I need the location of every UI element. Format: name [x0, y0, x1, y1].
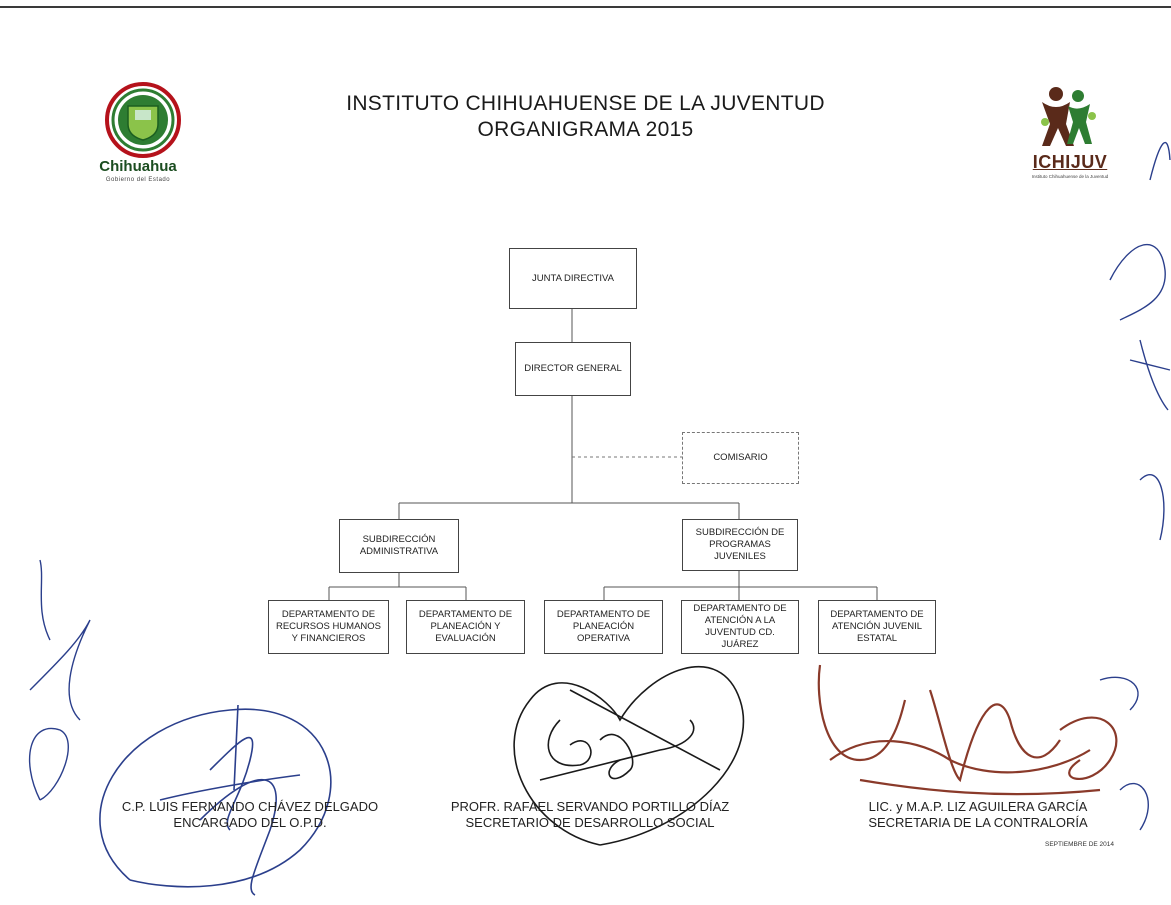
chihuahua-logo-name: Chihuahua	[99, 158, 177, 175]
signature-3-name: LIC. y M.A.P. LIZ AGUILERA GARCÍA	[868, 799, 1088, 814]
signature-2-strokes	[513, 665, 745, 846]
signature-1-strokes	[99, 704, 332, 896]
ichijuv-logo-subtitle: Instituto Chihuahuense de la Juventud	[1031, 174, 1109, 179]
page-subtitle: ORGANIGRAMA 2015	[477, 118, 694, 141]
margin-initials-left	[28, 559, 91, 801]
signature-3-role: SECRETARIA DE LA CONTRALORÍA	[868, 815, 1088, 830]
comisario-box: COMISARIO	[682, 432, 799, 484]
chihuahua-seal-icon	[105, 82, 181, 158]
junta-directiva-box: JUNTA DIRECTIVA	[509, 248, 637, 309]
top-border-line	[0, 6, 1171, 8]
chihuahua-logo: Chihuahua Gobierno del Estado	[88, 78, 198, 188]
margin-initials-right	[1099, 141, 1171, 831]
subdireccion-administrativa-box: SUBDIRECCIÓN ADMINISTRATIVA	[339, 519, 459, 573]
dept-planeacion-evaluacion-box: DEPARTAMENTO DE PLANEACIÓN Y EVALUACIÓN	[406, 600, 525, 654]
signature-1-name: C.P. LUIS FERNANDO CHÁVEZ DELGADO	[121, 799, 379, 814]
dept-planeacion-operativa-box: DEPARTAMENTO DE PLANEACIÓN OPERATIVA	[544, 600, 663, 654]
page-title: INSTITUTO CHIHUAHUENSE DE LA JUVENTUD	[346, 92, 825, 115]
dept-recursos-humanos-box: DEPARTAMENTO DE RECURSOS HUMANOS Y FINAN…	[268, 600, 389, 654]
signature-2-name: PROFR. RAFAEL SERVANDO PORTILLO DÍAZ	[450, 799, 730, 814]
dept-atencion-estatal-box: DEPARTAMENTO DE ATENCIÓN JUVENIL ESTATAL	[818, 600, 936, 654]
ichijuv-logo: ICHIJUV Instituto Chihuahuense de la Juv…	[1020, 82, 1120, 182]
subdireccion-programas-box: SUBDIRECCIÓN DE PROGRAMAS JUVENILES	[682, 519, 798, 571]
director-general-box: DIRECTOR GENERAL	[515, 342, 631, 396]
signature-2-role: SECRETARIO DE DESARROLLO SOCIAL	[465, 815, 715, 830]
ichijuv-logo-name: ICHIJUV	[1032, 152, 1108, 172]
signature-1-role: ENCARGADO DEL O.P.D.	[173, 815, 327, 830]
chihuahua-logo-subtitle: Gobierno del Estado	[105, 177, 171, 183]
dept-atencion-juarez-box: DEPARTAMENTO DE ATENCIÓN A LA JUVENTUD C…	[681, 600, 799, 654]
ichijuv-figures-icon	[1041, 87, 1096, 146]
signature-3-strokes	[817, 664, 1118, 796]
document-date: SEPTIEMBRE DE 2014	[1045, 841, 1114, 848]
